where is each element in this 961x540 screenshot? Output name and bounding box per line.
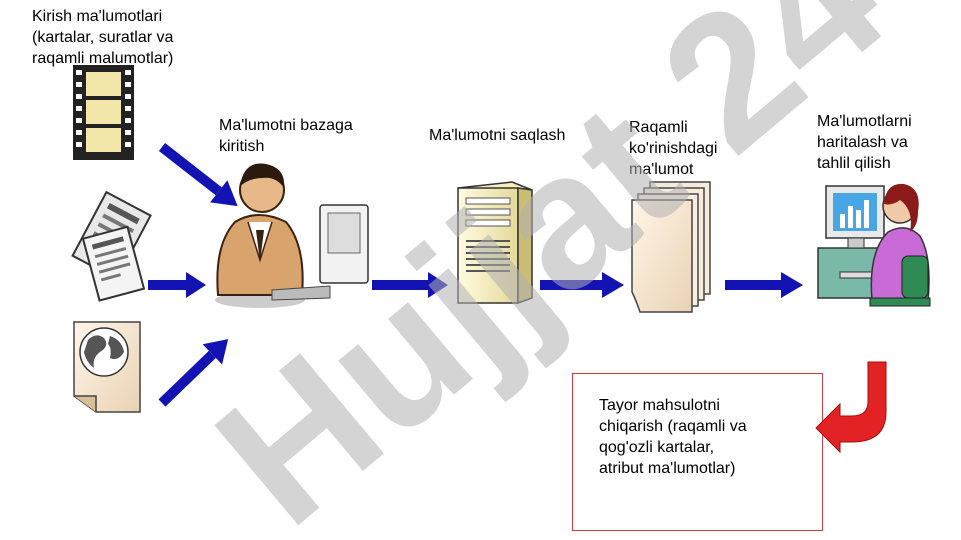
operator-at-computer-icon bbox=[215, 163, 369, 308]
output-arrow bbox=[815, 361, 887, 454]
output-product-label: Tayor mahsulotni chiqarish (raqamli va q… bbox=[599, 397, 747, 477]
digital-data-label: Raqamli ko'rinishdagi ma'lumot bbox=[629, 119, 718, 178]
arrow-server-to-paper bbox=[540, 272, 624, 298]
documents-icon bbox=[71, 190, 152, 302]
mapping-analysis-label: Ma'lumotlarni haritalash va tahlil qilis… bbox=[817, 113, 912, 172]
arrow-docs-to-operator bbox=[148, 272, 206, 298]
arrow-film-to-operator bbox=[158, 143, 238, 207]
server-tower-icon bbox=[457, 181, 533, 305]
arrow-operator-to-server bbox=[372, 272, 448, 298]
data-entry-label: Ma'lumotni bazaga kiritish bbox=[219, 117, 353, 155]
globe-map-icon bbox=[73, 321, 141, 413]
arrow-paper-to-analyst bbox=[725, 272, 803, 298]
data-storage-label: Ma'lumotni saqlash bbox=[429, 127, 566, 144]
paper-stack-icon bbox=[631, 181, 711, 313]
flow-arrows bbox=[148, 143, 803, 407]
arrow-map-to-operator bbox=[158, 339, 229, 407]
analyst-at-computer-icon bbox=[817, 183, 931, 307]
output-product-box: Tayor mahsulotni chiqarish (raqamli va q… bbox=[572, 373, 823, 531]
film-strip-icon bbox=[73, 65, 134, 160]
input-data-label: Kirish ma'lumotlari (kartalar, suratlar … bbox=[32, 8, 174, 67]
